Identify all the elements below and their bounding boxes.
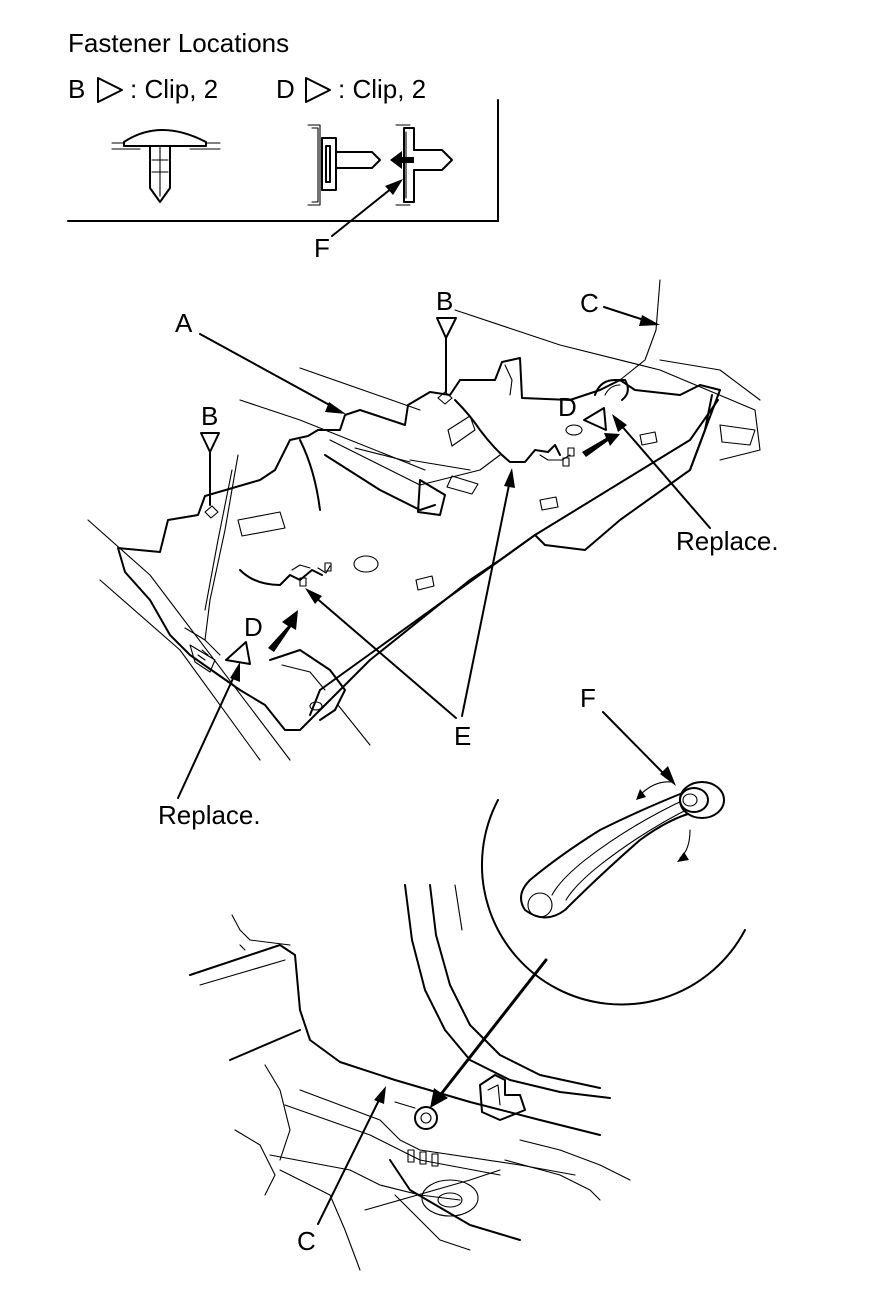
label-d-left: D: [244, 612, 263, 642]
leader-c-bottom: [317, 1097, 381, 1225]
carpet-drawing: [87, 279, 761, 761]
arrow-d-right-icon: [582, 433, 620, 457]
label-d-right: D: [558, 392, 577, 422]
arrowhead-e-right: [504, 468, 515, 488]
leader-replace-left: [177, 671, 237, 799]
arrowhead-c-bottom: [374, 1086, 386, 1104]
arrowhead-e-left: [305, 588, 322, 604]
arrowhead-detail-to-clip: [430, 1088, 448, 1108]
main-callouts: A B B C D Replace. D Replace. E: [158, 286, 779, 830]
arrowhead-f-legend: [385, 179, 403, 195]
legend-d-letter: D: [276, 74, 295, 104]
leader-e-right: [461, 479, 511, 717]
label-a: A: [175, 308, 193, 338]
triangle-b-icon: [97, 77, 123, 103]
arrowhead-c-top: [639, 315, 660, 326]
label-replace-right: Replace.: [676, 526, 779, 556]
triangle-d-left-icon: [225, 641, 251, 665]
legend-title: Fastener Locations: [68, 28, 289, 58]
label-e: E: [454, 721, 471, 751]
legend-b-letter: B: [68, 74, 85, 104]
legend-d-text: : Clip, 2: [338, 74, 426, 104]
triangle-d-right-icon: [583, 407, 607, 431]
detail-circle-arc: [480, 799, 746, 1006]
leader-e-left: [313, 595, 457, 719]
label-c-top: C: [580, 288, 599, 318]
leader-a: [199, 333, 336, 409]
arrow-d-left-icon: [268, 610, 298, 652]
arrowhead-replace-left: [230, 662, 240, 682]
clip-d-drawing: [307, 124, 453, 206]
leader-f-legend: [331, 187, 393, 237]
arrowhead-replace-right: [612, 414, 627, 432]
leader-replace-right: [619, 423, 711, 529]
arrowhead-a: [325, 402, 346, 414]
clip-b-drawing: [111, 129, 221, 203]
leader-detail-to-clip: [436, 958, 548, 1100]
label-replace-left: Replace.: [158, 800, 261, 830]
legend-b-text: : Clip, 2: [130, 74, 218, 104]
label-b-left: B: [201, 401, 218, 431]
label-f-detail: F: [580, 683, 596, 713]
label-c-bottom: C: [297, 1226, 316, 1256]
label-b-right: B: [436, 286, 453, 316]
detail-circle: F: [480, 683, 746, 1006]
label-f-legend: F: [314, 233, 330, 263]
triangle-b-left-icon: [200, 432, 220, 453]
triangle-d-icon: [305, 77, 331, 103]
fastener-legend: Fastener Locations B : Clip, 2 D : Clip,…: [67, 28, 499, 263]
triangle-b-right-icon: [436, 317, 457, 339]
lower-closeup-drawing: [189, 884, 631, 1271]
arrowhead-f-detail: [660, 766, 676, 786]
leader-f-detail: [602, 711, 667, 777]
